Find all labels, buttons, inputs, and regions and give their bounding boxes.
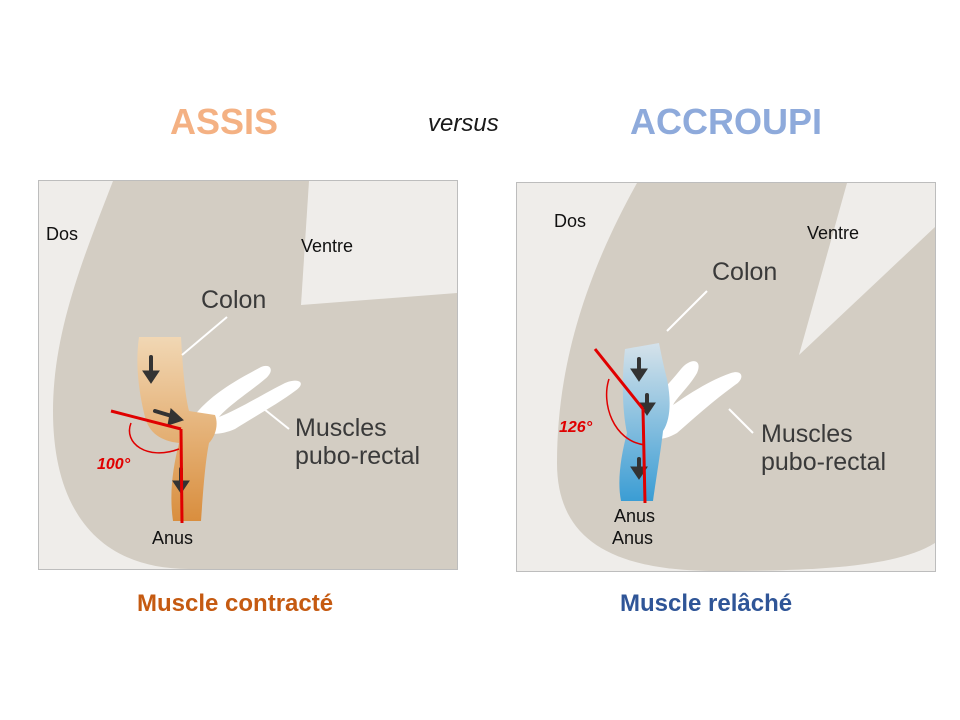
- squatting-diagram-panel: Dos Ventre Colon Muscles pubo-rectal 126…: [516, 182, 936, 572]
- angle-value: 100°: [97, 456, 131, 473]
- label-muscle-line1: Muscles: [761, 420, 853, 448]
- sitting-anatomy-illustration: [53, 181, 457, 569]
- label-anus-2: Anus: [612, 528, 654, 548]
- colon-pointer-line: [181, 316, 228, 356]
- title-accroupi: ACCROUPI: [630, 101, 823, 142]
- caption-muscle-contracted: Muscle contracté: [137, 590, 334, 617]
- label-front: Ventre: [301, 236, 354, 256]
- abdomen-wedge: [799, 183, 935, 355]
- anorectal-angle-lines: [110, 409, 184, 524]
- anorectal-angle-lines: [593, 348, 647, 504]
- label-muscle-line1: Muscles: [295, 414, 387, 442]
- muscle-pointer-line: [258, 404, 290, 430]
- colon-pointer-line: [666, 290, 708, 332]
- title-versus: versus: [428, 110, 499, 137]
- sitting-diagram-panel: Dos Ventre Colon Muscles pubo-rectal 100…: [38, 180, 458, 570]
- label-front: Ventre: [807, 223, 860, 243]
- label-colon: Colon: [201, 286, 267, 314]
- label-back: Dos: [46, 224, 79, 244]
- muscle-pointer-line: [728, 408, 754, 434]
- label-anus: Anus: [152, 528, 194, 548]
- abdomen-wedge: [301, 181, 457, 305]
- title-assis: ASSIS: [170, 101, 279, 142]
- label-muscle-line2: pubo-rectal: [295, 442, 421, 470]
- squatting-anatomy-illustration: [557, 183, 935, 571]
- label-colon: Colon: [712, 258, 778, 286]
- pubo-rectal-sling: [189, 365, 301, 434]
- flow-arrows: [630, 357, 656, 480]
- caption-muscle-relaxed: Muscle relâché: [620, 590, 793, 617]
- label-muscle-line2: pubo-rectal: [761, 448, 887, 476]
- label-back: Dos: [554, 211, 587, 231]
- angle-value: 126°: [559, 419, 593, 436]
- label-anus-1: Anus: [614, 506, 656, 526]
